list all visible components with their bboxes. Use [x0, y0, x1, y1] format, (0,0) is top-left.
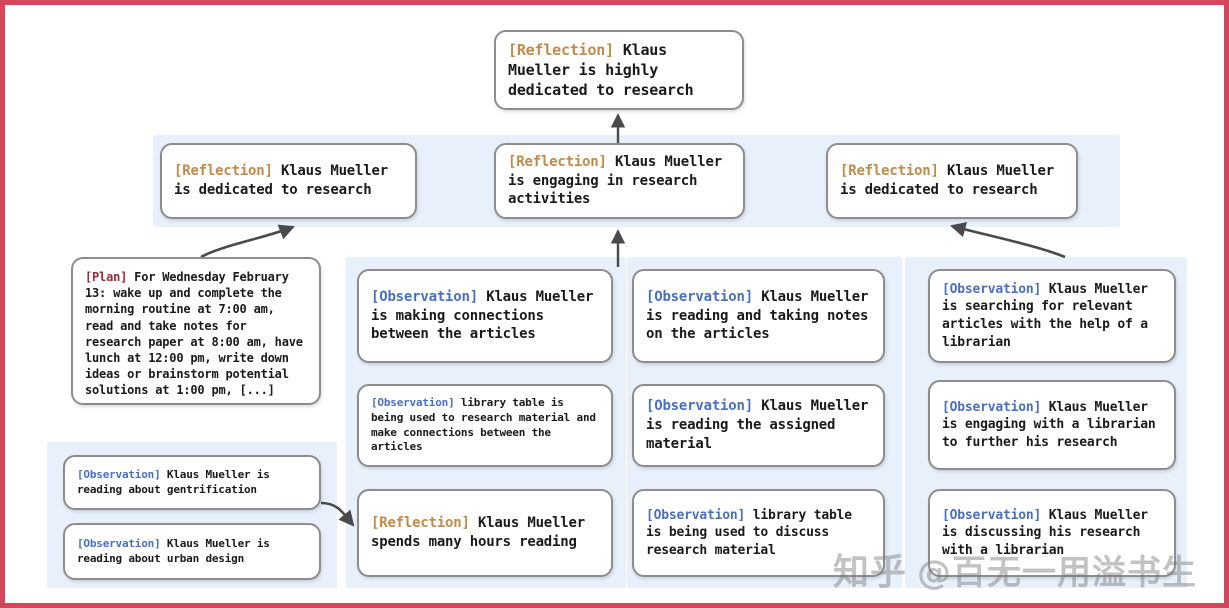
observation-tag: [Observation]	[77, 536, 161, 550]
reflection-node-hours-reading[interactable]: [Reflection] Klaus Mueller spends many h…	[357, 489, 613, 577]
node-text: For Wednesday February 13: wake up and c…	[85, 270, 303, 398]
observation-node-reading-taking-notes[interactable]: [Observation] Klaus Mueller is reading a…	[632, 269, 885, 363]
observation-tag: [Observation]	[371, 395, 455, 409]
reflection-tag: [Reflection]	[371, 515, 470, 532]
node-text: library table is being used to discuss r…	[646, 507, 852, 558]
observation-tag: [Observation]	[371, 288, 478, 305]
reflection-node-middle[interactable]: [Reflection] Klaus Mueller is engaging i…	[494, 143, 745, 219]
node-text: Klaus Mueller is dedicated to research	[174, 163, 388, 198]
reflection-tag: [Reflection]	[508, 153, 607, 170]
reflection-node-left[interactable]: [Reflection] Klaus Mueller is dedicated …	[160, 143, 417, 219]
node-text: Klaus Mueller is reading about gentrific…	[77, 467, 270, 496]
observation-tag: [Observation]	[646, 398, 753, 415]
node-text: Klaus Mueller is reading the assigned ma…	[646, 398, 869, 452]
node-text: Klaus Mueller is searching for relevant …	[942, 281, 1148, 350]
top-reflection-node[interactable]: [Reflection] Klaus Mueller is highly ded…	[494, 30, 744, 110]
arrow-col3-to-right-reflection	[949, 222, 1066, 259]
observation-tag: [Observation]	[942, 399, 1042, 415]
plan-node[interactable]: [Plan] For Wednesday February 13: wake u…	[71, 257, 321, 405]
observation-tag: [Observation]	[942, 281, 1042, 297]
node-text: Klaus Mueller is highly dedicated to res…	[508, 40, 694, 100]
observation-node-making-connections[interactable]: [Observation] Klaus Mueller is making co…	[357, 269, 613, 363]
reflection-node-right[interactable]: [Reflection] Klaus Mueller is dedicated …	[826, 143, 1078, 219]
observation-tag: [Observation]	[942, 507, 1042, 523]
observation-tag: [Observation]	[77, 467, 161, 481]
plan-tag: [Plan]	[85, 270, 128, 284]
reflection-tag: [Reflection]	[174, 163, 273, 180]
observation-node-assigned-material[interactable]: [Observation] Klaus Mueller is reading t…	[632, 384, 885, 467]
observation-node-engaging-librarian[interactable]: [Observation] Klaus Mueller is engaging …	[928, 380, 1176, 470]
node-text: Klaus Mueller is making connections betw…	[371, 288, 594, 343]
observation-tag: [Observation]	[646, 507, 746, 523]
observation-node-discuss-research-material[interactable]: [Observation] library table is being use…	[632, 489, 885, 577]
node-text: Klaus Mueller is reading about urban des…	[77, 536, 270, 565]
node-text: Klaus Mueller is discussing his research…	[942, 507, 1148, 558]
observation-node-searching-articles[interactable]: [Observation] Klaus Mueller is searching…	[928, 269, 1176, 363]
node-text: Klaus Mueller is engaging in research ac…	[508, 153, 722, 208]
observation-node-library-table-connections[interactable]: [Observation] library table is being use…	[357, 384, 613, 467]
observation-node-gentrification[interactable]: [Observation] Klaus Mueller is reading a…	[63, 455, 321, 510]
arrow-plan-to-left-reflection	[200, 224, 295, 259]
node-text: Klaus Mueller is reading and taking note…	[646, 288, 869, 343]
observation-tag: [Observation]	[646, 288, 753, 305]
observation-node-discussing-research[interactable]: [Observation] Klaus Mueller is discussin…	[928, 489, 1176, 577]
observation-node-urban-design[interactable]: [Observation] Klaus Mueller is reading a…	[63, 523, 321, 580]
reflection-tag: [Reflection]	[508, 40, 614, 59]
node-text: library table is being used to research …	[371, 395, 596, 454]
node-text: Klaus Mueller is dedicated to research	[840, 163, 1054, 198]
node-text: Klaus Mueller spends many hours reading	[371, 515, 585, 550]
reflection-tag: [Reflection]	[840, 163, 939, 180]
node-text: Klaus Mueller is engaging with a librari…	[942, 399, 1156, 450]
